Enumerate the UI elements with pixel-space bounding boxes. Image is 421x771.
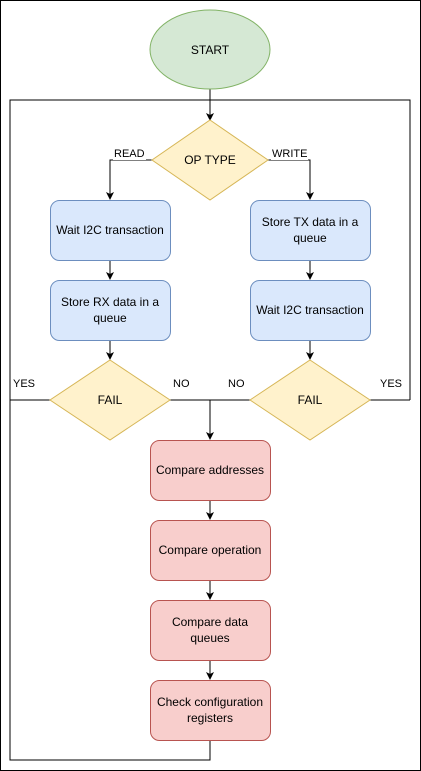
edge-label-write: WRITE [271, 148, 309, 160]
check-config-label: Check configuration registers [156, 695, 264, 725]
edge-loop-left-bottom [9, 400, 211, 761]
wait-i2c-right-box [250, 280, 371, 341]
compare-addresses-label: Compare addresses [155, 463, 265, 477]
compare-data-box [150, 600, 271, 661]
edge-label-no-right: NO [227, 378, 246, 390]
edge-label-no-left: NO [172, 378, 191, 390]
edge-label-read: READ [113, 148, 146, 160]
edge-write [268, 159, 314, 200]
check-config-box [150, 680, 271, 741]
compare-operation-box [150, 520, 271, 581]
shapes [49, 9, 371, 741]
store-rx-box [50, 280, 171, 341]
wait-i2c-right-label: Wait I2C transaction [256, 303, 364, 317]
edge-loop-frame [9, 99, 411, 400]
store-rx-label: Store RX data in a queue [60, 295, 160, 325]
op-type-decision [151, 119, 269, 201]
connectors [9, 89, 411, 761]
fail-right-label: FAIL [297, 393, 323, 407]
start-label: START [190, 42, 230, 57]
wait-i2c-left-label: Wait I2C transaction [56, 223, 164, 237]
fail-left-label: FAIL [97, 393, 123, 407]
wait-i2c-left-box [50, 200, 171, 261]
fail-right-decision [249, 359, 371, 441]
op-type-label: OP TYPE [184, 153, 236, 167]
store-tx-box [250, 200, 371, 261]
store-tx-label: Store TX data in a queue [261, 215, 359, 245]
compare-data-label: Compare data queues [171, 615, 249, 645]
compare-operation-label: Compare operation [158, 543, 262, 557]
edge-label-yes-left: YES [12, 378, 37, 390]
fail-left-decision [49, 359, 171, 441]
edge-label-yes-right: YES [379, 378, 404, 390]
compare-addresses-box [150, 440, 271, 501]
start-terminal [149, 9, 271, 90]
edge-read [106, 159, 152, 200]
